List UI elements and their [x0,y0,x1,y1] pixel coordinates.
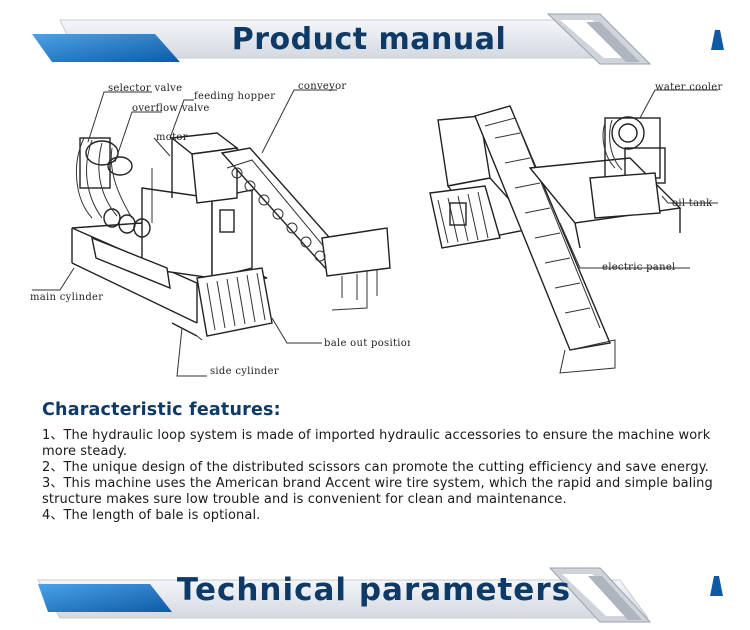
baler-side-diagram: selector valve overflow valve feeding ho… [22,78,414,384]
baler-rear-diagram: water cooler oil tank electric panel [400,78,735,384]
motor-label: motor [156,132,188,143]
feature-item: 4、The length of bale is optional. [42,508,261,523]
characteristic-features-section: Characteristic features: 1、The hydraulic… [42,400,722,524]
banner-decoration [37,567,723,623]
banner-decoration [32,13,724,65]
electric-panel-label: electric panel [602,262,676,273]
overflow-valve-label: overflow valve [132,103,210,114]
page-title: Product manual [231,22,507,57]
feeding-hopper-label: feeding hopper [194,91,275,102]
feature-item: 2、The unique design of the distributed s… [42,460,709,475]
product-manual-banner: Product manual [0,6,750,70]
technical-parameters-banner: Technical parameters [0,562,750,626]
conveyor-label: conveyor [298,81,346,92]
feature-item: 3、This machine uses the American brand A… [42,476,713,507]
main-cylinder-label: main cylinder [30,292,103,303]
features-heading: Characteristic features: [42,400,281,420]
water-cooler-label: water cooler [655,82,723,93]
bale-out-position-label: bale out position [324,338,410,349]
section-title: Technical parameters [176,572,572,608]
feature-item: 1、The hydraulic loop system is made of i… [42,428,711,459]
side-cylinder-label: side cylinder [210,366,279,377]
selector-valve-label: selector valve [108,83,182,94]
oil-tank-label: oil tank [672,198,713,209]
